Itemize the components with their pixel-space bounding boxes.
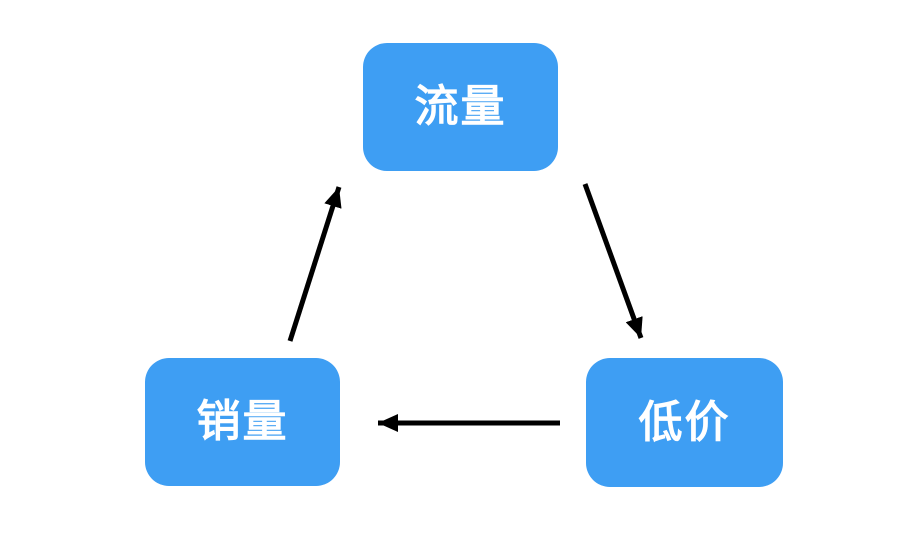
node-sales: 销量 bbox=[145, 358, 340, 486]
node-low-price-label: 低价 bbox=[638, 397, 731, 447]
node-traffic-label: 流量 bbox=[414, 82, 507, 131]
arrow-traffic-to-lowprice bbox=[582, 183, 644, 339]
node-low-price: 低价 bbox=[586, 358, 783, 487]
node-traffic: 流量 bbox=[363, 43, 558, 171]
arrow-sales-to-traffic bbox=[287, 186, 342, 342]
node-sales-label: 销量 bbox=[196, 397, 289, 446]
